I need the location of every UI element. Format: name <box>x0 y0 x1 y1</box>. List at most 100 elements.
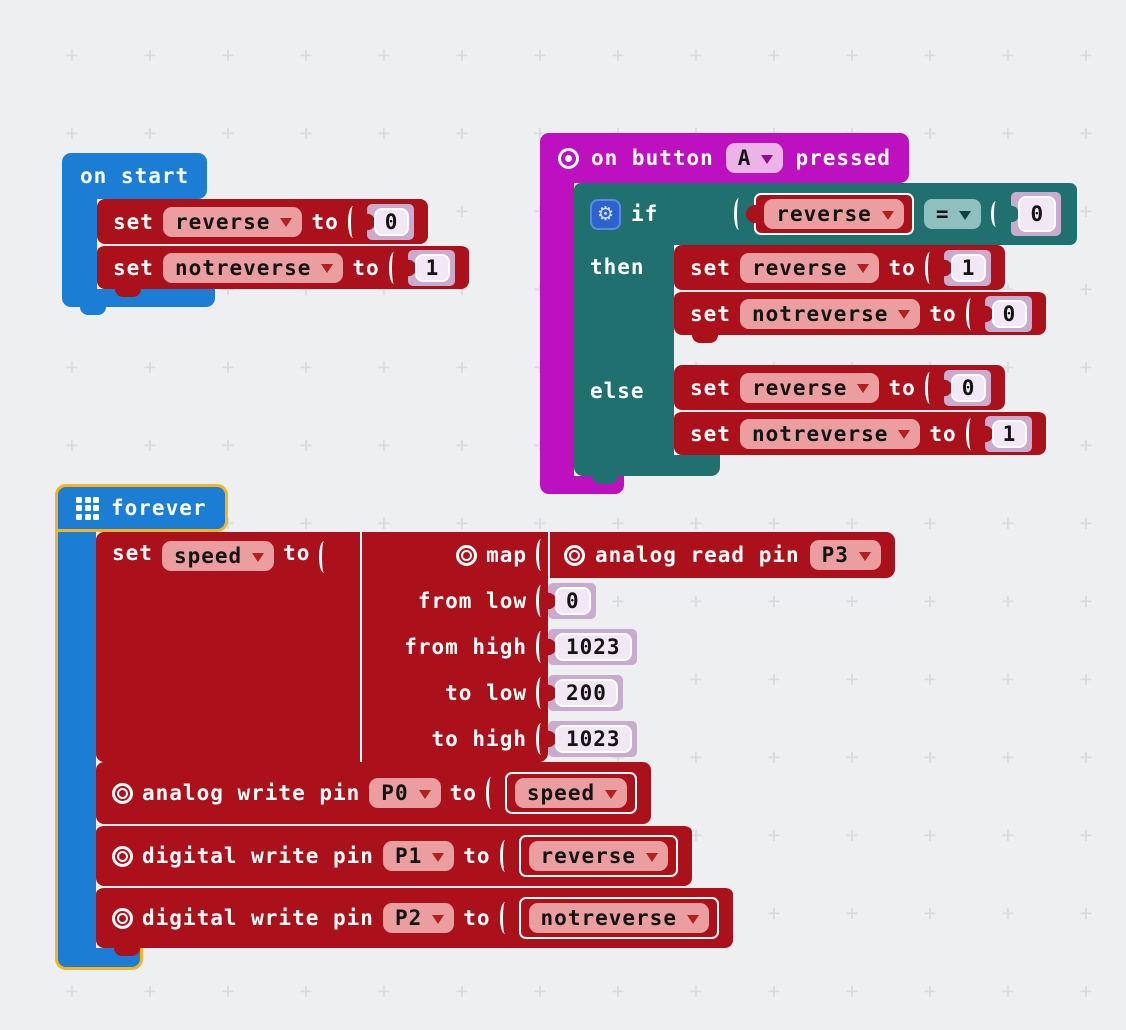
set-variable-block[interactable]: set notreverse to 0 <box>674 290 1047 343</box>
socket-arc <box>924 371 935 404</box>
set-variable-block[interactable]: set speed to <box>96 532 360 762</box>
on-start-header[interactable]: on start <box>62 153 208 199</box>
to-label: to <box>929 421 957 446</box>
variable-dropdown[interactable]: speed <box>514 778 628 808</box>
variable-dropdown[interactable]: notreverse <box>528 903 709 933</box>
pin-dropdown[interactable]: P0 <box>369 778 441 808</box>
pin-dropdown[interactable]: P3 <box>809 540 881 570</box>
number-value: 1023 <box>555 725 632 753</box>
operator-value: = <box>935 202 950 226</box>
set-label: set <box>113 255 154 280</box>
on-start-block[interactable]: on start set reverse to 0 set notreverse… <box>62 153 470 315</box>
socket-arc <box>347 205 358 238</box>
number-input[interactable]: 0 <box>366 203 415 240</box>
on-button-pressed-block[interactable]: on button A pressed ⚙ if reverse = 0 the… <box>540 133 1078 494</box>
number-input[interactable]: 1 <box>407 249 456 286</box>
on-start-foot <box>62 289 215 315</box>
dropdown-arrow-icon <box>252 552 265 562</box>
map-row-label: to low <box>445 681 527 705</box>
variable-dropdown[interactable]: notreverse <box>162 252 344 283</box>
variable-dropdown[interactable]: reverse <box>739 252 880 283</box>
if-label: if <box>631 202 659 226</box>
number-input[interactable]: 0 <box>1011 192 1062 236</box>
pin-dropdown[interactable]: P2 <box>382 903 455 933</box>
forever-title: forever <box>111 496 207 520</box>
button-dropdown[interactable]: A <box>725 143 784 173</box>
digital-write-block[interactable]: digital write pin P1 to reverse <box>96 824 693 886</box>
variable-dropdown[interactable]: speed <box>161 541 275 571</box>
socket-arc <box>499 902 510 934</box>
pressed-label: pressed <box>795 146 891 170</box>
comparison-left-operand[interactable]: reverse <box>754 193 914 235</box>
operator-dropdown[interactable]: = <box>923 199 982 229</box>
variable-value-block[interactable]: notreverse <box>518 897 719 939</box>
set-variable-block[interactable]: set notreverse to 1 <box>674 410 1047 463</box>
set-speed-row[interactable]: set speed to map analog read <box>96 532 895 762</box>
variable-dropdown[interactable]: reverse <box>764 199 904 229</box>
variable-dropdown[interactable]: reverse <box>162 206 303 237</box>
number-input[interactable]: 1 <box>984 415 1033 452</box>
on-start-spine <box>62 199 97 289</box>
number-input[interactable]: 0 <box>943 369 992 406</box>
pin-dropdown[interactable]: P1 <box>382 841 455 871</box>
set-variable-block[interactable]: set notreverse to 1 <box>97 244 470 297</box>
variable-dropdown[interactable]: reverse <box>739 372 880 403</box>
number-input[interactable]: 1 <box>943 249 992 286</box>
pin-value: P1 <box>394 844 423 868</box>
if-branch-column: then else <box>574 245 674 455</box>
forever-block[interactable]: forever set speed to map <box>55 484 895 970</box>
socket-arc <box>319 541 329 573</box>
set-variable-block[interactable]: set reverse to 0 <box>674 365 1006 410</box>
analog-read-block[interactable]: analog read pin P3 <box>548 532 895 578</box>
if-block[interactable]: ⚙ if reverse = 0 then else <box>574 183 1078 484</box>
pins-icon <box>564 544 585 566</box>
pins-icon <box>112 782 133 804</box>
dropdown-arrow-icon <box>432 852 445 862</box>
analog-write-block[interactable]: analog write pin P0 to speed <box>96 762 652 824</box>
variable-value-block[interactable]: speed <box>504 772 638 814</box>
variable-name: reverse <box>751 255 848 280</box>
variable-name: speed <box>526 781 596 805</box>
variable-name: notreverse <box>174 255 312 280</box>
set-variable-block[interactable]: set reverse to 1 <box>674 245 1006 290</box>
to-label: to <box>449 781 477 805</box>
set-variable-block[interactable]: set reverse to 0 <box>97 199 429 244</box>
basic-grid-icon <box>76 496 99 520</box>
number-value: 1 <box>414 253 451 282</box>
on-button-label: on button <box>591 146 714 170</box>
socket-arc <box>536 723 546 755</box>
dropdown-arrow-icon <box>432 914 445 924</box>
number-input[interactable]: 1023 <box>548 629 637 665</box>
button-value: A <box>737 146 752 170</box>
variable-name: reverse <box>174 209 271 234</box>
on-button-header[interactable]: on button A pressed <box>540 133 909 183</box>
then-label: then <box>590 255 645 279</box>
variable-dropdown[interactable]: reverse <box>528 841 669 871</box>
socket-arc <box>536 677 546 709</box>
digital-write-block[interactable]: digital write pin P2 to notreverse <box>96 886 733 956</box>
variable-dropdown[interactable]: notreverse <box>739 418 921 449</box>
to-label: to <box>929 301 957 326</box>
map-row-label: from high <box>404 635 527 659</box>
number-input[interactable]: 0 <box>548 583 596 619</box>
dropdown-arrow-icon <box>686 914 699 924</box>
digital-write-label: digital write pin <box>142 844 374 868</box>
socket-arc <box>734 198 744 230</box>
variable-value-block[interactable]: reverse <box>518 835 679 877</box>
variable-name: notreverse <box>751 301 889 326</box>
number-input[interactable]: 0 <box>984 295 1033 332</box>
set-label: set <box>112 541 153 565</box>
forever-spine <box>55 532 96 948</box>
variable-dropdown[interactable]: notreverse <box>739 298 921 329</box>
number-input[interactable]: 1023 <box>548 721 637 757</box>
number-value: 0 <box>991 299 1028 328</box>
map-block[interactable]: map analog read pin P3 from low <box>360 532 895 762</box>
pin-value: P0 <box>381 781 409 805</box>
if-header[interactable]: ⚙ if reverse = 0 <box>574 183 1078 245</box>
pin-value: P3 <box>821 543 849 567</box>
forever-header[interactable]: forever <box>55 484 228 532</box>
mutator-gear-icon[interactable]: ⚙ <box>590 198 621 230</box>
to-label: to <box>283 541 311 565</box>
number-input[interactable]: 200 <box>548 675 623 711</box>
set-label: set <box>690 421 731 446</box>
